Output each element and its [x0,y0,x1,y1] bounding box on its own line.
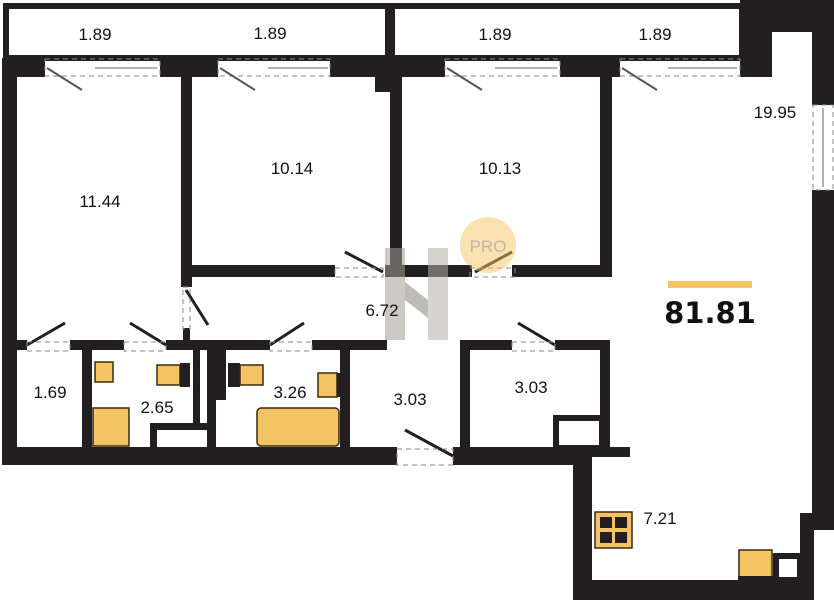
room-area-label: 3.03 [393,390,426,409]
room-area-label: 11.44 [79,192,120,211]
sink-icon [317,372,338,398]
shower-icon [92,407,130,447]
room-area-label: 2.65 [140,398,173,417]
room-labels: 1.89 1.89 1.89 1.89 19.95 11.44 10.14 10… [33,24,796,528]
stove-icon [594,511,633,549]
room-area-label: 1.89 [253,24,286,43]
balcony-outline-left [3,3,391,61]
toilet-icon [239,364,264,386]
room-area-label: 6.72 [365,301,398,320]
fixtures [92,361,774,580]
room-area-label: 1.89 [478,25,511,44]
room-area-label: 1.69 [33,383,66,402]
sink-icon [94,361,114,383]
room-area-label: 3.26 [273,383,306,402]
watermark-logo: PRO [385,217,516,340]
toilet-icon [156,364,181,386]
bathtub-icon [256,407,340,447]
room-area-label: 19.95 [754,103,797,122]
balcony-outline-right [389,3,745,61]
total-area-accent-bar [668,281,752,288]
watermark-text: PRO [470,237,507,256]
windows [44,58,834,191]
room-area-label: 1.89 [638,25,671,44]
room-area-label: 7.21 [643,509,676,528]
room-area-label: 10.14 [271,159,314,178]
doors [26,250,556,466]
room-area-label: 1.89 [78,25,111,44]
kitchen-sink-icon [738,549,773,578]
room-area-label: 3.03 [514,378,547,397]
total-area: 81.81 [664,296,756,330]
room-area-label: 10.13 [479,159,522,178]
